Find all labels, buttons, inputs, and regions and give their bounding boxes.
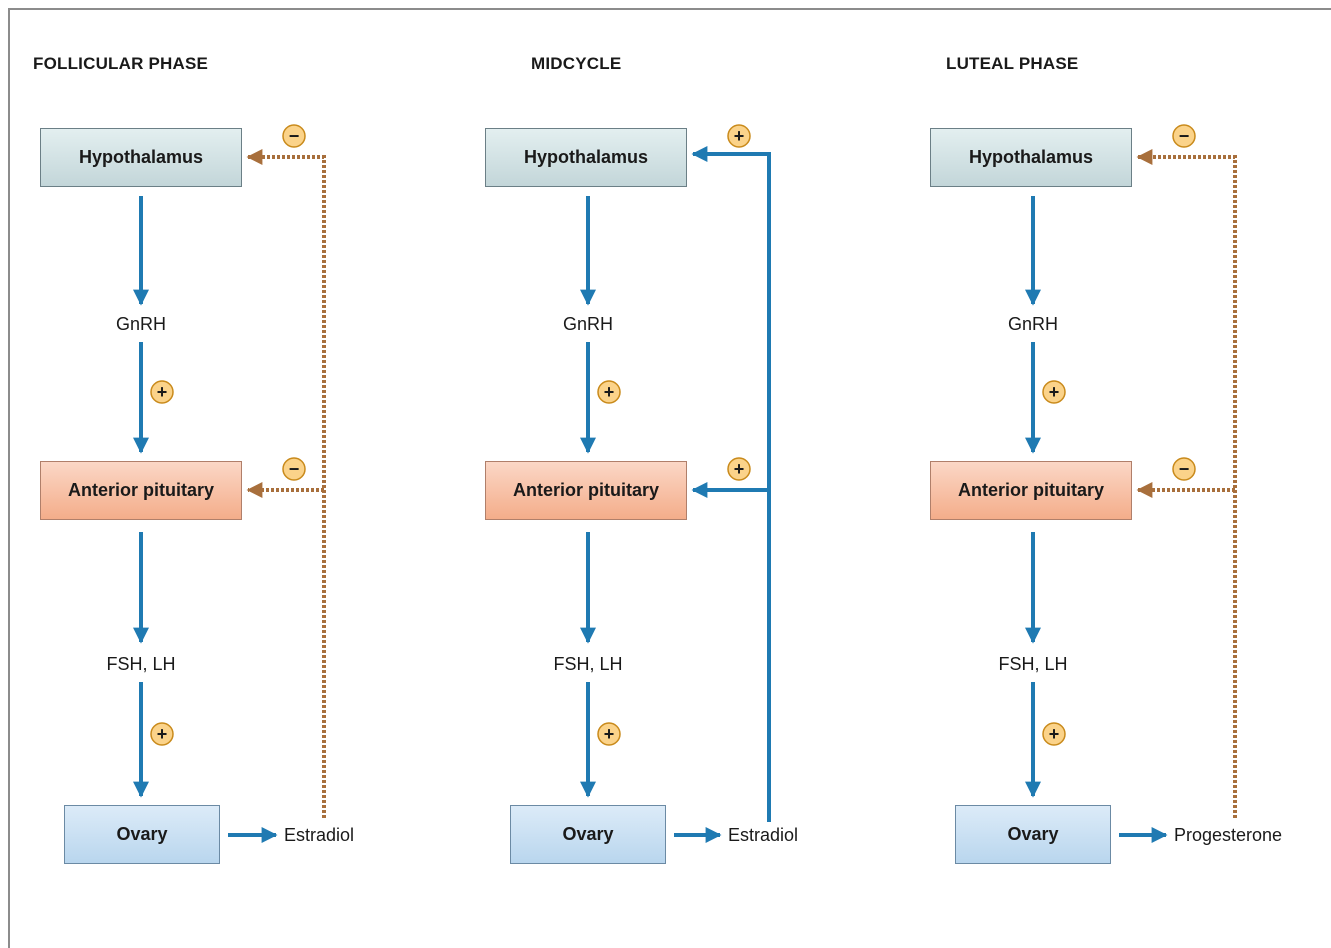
svg-text:+: + [157,724,168,744]
arrow-layer: + + − − + + + + + + − − [133,124,1237,843]
gnrh-effect-badge-2: + [1042,380,1066,404]
hormone-label-follicular: Estradiol [284,825,355,845]
pituitary-box-follicular: Anterior pituitary [40,461,242,520]
feedback-sign-hypothalamus-2: − [1172,124,1196,148]
gonadotropin-effect-badge-1: + [597,722,621,746]
svg-text:+: + [734,459,745,479]
gnrh-label-midcycle: GnRH [562,314,614,334]
feedback-sign-pituitary-2: − [1172,457,1196,481]
feedback-sign-pituitary-0: − [282,457,306,481]
ovary-box-midcycle: Ovary [510,805,666,864]
phase-title-follicular: FOLLICULAR PHASE [33,54,209,73]
gonadotropins-label-luteal: FSH, LH [998,654,1068,674]
gnrh-label-luteal: GnRH [1007,314,1059,334]
pituitary-box-midcycle: Anterior pituitary [485,461,687,520]
svg-text:−: − [1179,459,1190,479]
gonadotropin-effect-badge-2: + [1042,722,1066,746]
svg-text:+: + [1049,724,1060,744]
hormone-label-midcycle: Estradiol [728,825,799,845]
pituitary-box-luteal: Anterior pituitary [930,461,1132,520]
ovary-box-luteal: Ovary [955,805,1111,864]
feedback-loop-to-hypothalamus-1 [691,146,771,822]
svg-text:+: + [604,724,615,744]
diagram-canvas: + + − − + + + + + + − − FOLLICULAR PHASE Hypothalam… [8,8,1331,948]
gonadotropin-effect-badge-0: + [150,722,174,746]
phase-title-luteal: LUTEAL PHASE [946,54,1079,73]
svg-text:+: + [157,382,168,402]
gnrh-effect-badge-1: + [597,380,621,404]
ovary-box-follicular: Ovary [64,805,220,864]
svg-text:+: + [1049,382,1060,402]
svg-text:+: + [734,126,745,146]
gonadotropins-label-follicular: FSH, LH [106,654,176,674]
hypothalamus-box-luteal: Hypothalamus [930,128,1132,187]
svg-text:+: + [604,382,615,402]
hypothalamus-box-follicular: Hypothalamus [40,128,242,187]
svg-text:−: − [289,459,300,479]
gnrh-label-follicular: GnRH [115,314,167,334]
feedback-sign-hypothalamus-0: − [282,124,306,148]
gnrh-effect-badge-0: + [150,380,174,404]
gonadotropins-label-midcycle: FSH, LH [553,654,623,674]
hormone-label-luteal: Progesterone [1174,825,1283,845]
feedback-sign-pituitary-1: + [727,457,751,481]
feedback-sign-hypothalamus-1: + [727,124,751,148]
phase-title-midcycle: MIDCYCLE [531,54,622,73]
svg-text:−: − [289,126,300,146]
feedback-loop-to-hypothalamus-2 [1136,149,1237,818]
feedback-loop-to-hypothalamus-0 [246,149,326,818]
svg-text:−: − [1179,126,1190,146]
figure-frame [8,8,1331,948]
hypothalamus-box-midcycle: Hypothalamus [485,128,687,187]
